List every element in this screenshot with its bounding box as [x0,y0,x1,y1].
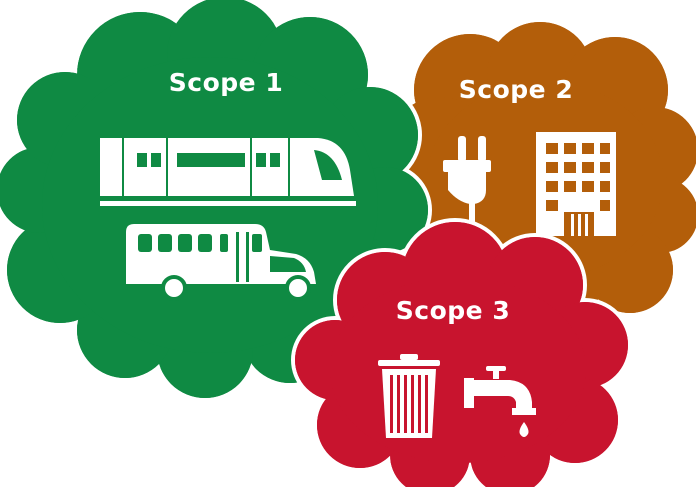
light-rail-train-icon [100,138,356,206]
building-icon [536,132,616,236]
scope3-cloud: Scope 3 [291,218,632,487]
scope1-label: Scope 1 [169,68,283,97]
trash-can-icon [378,354,440,438]
water-faucet-icon [464,366,536,437]
scope2-label: Scope 2 [459,75,573,104]
scope3-label: Scope 3 [396,296,510,325]
shuttle-bus-icon [126,224,316,301]
electric-plug-icon [443,136,491,230]
